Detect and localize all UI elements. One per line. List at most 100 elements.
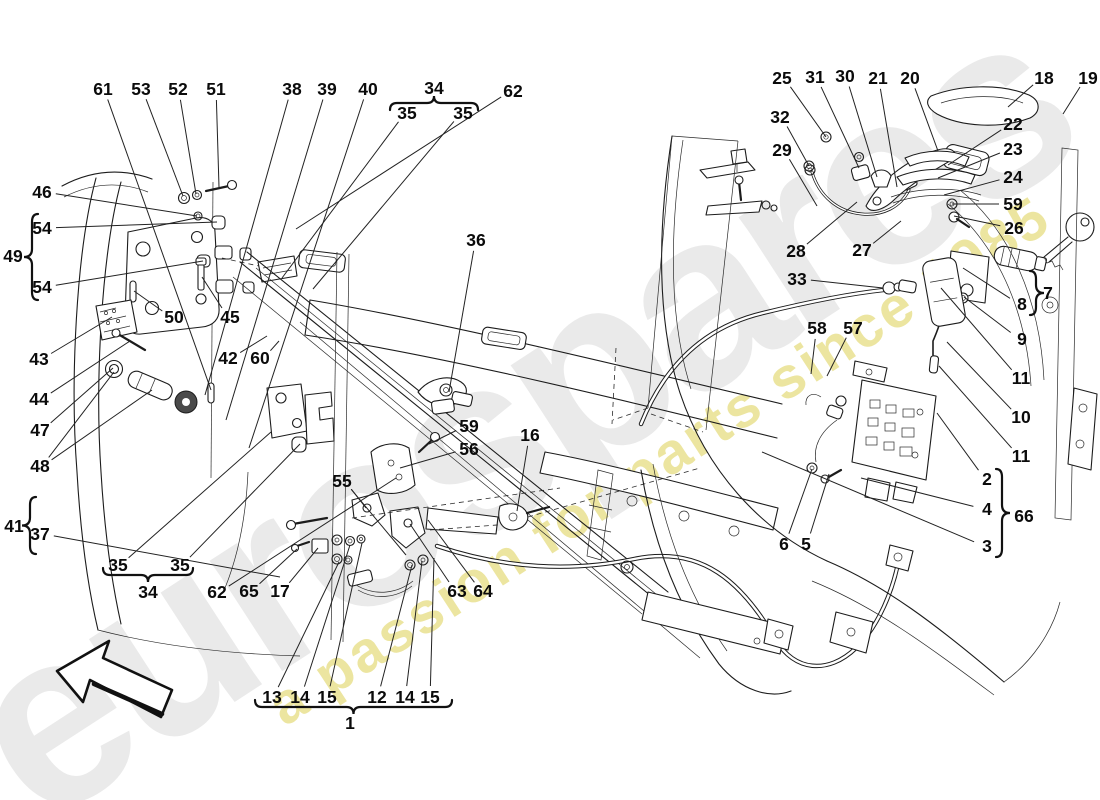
part-label-16: 16 (520, 425, 540, 445)
leader-line-11 (938, 365, 1012, 449)
group-brackets (21, 95, 1045, 715)
part-label-28: 28 (786, 241, 806, 261)
part-label-52: 52 (168, 79, 188, 99)
window-glass-outline (611, 135, 739, 433)
leader-line-2 (936, 412, 979, 471)
leader-line-57 (826, 337, 847, 377)
cable-clamp-16 (498, 503, 551, 531)
leader-line-40 (248, 99, 365, 449)
part-label-9: 9 (1017, 329, 1027, 349)
part-label-24: 24 (1003, 167, 1023, 187)
part-label-66: 66 (1014, 506, 1034, 526)
leader-line-62 (295, 96, 502, 230)
leader-line-14 (406, 560, 423, 687)
leader-line-56 (399, 451, 456, 469)
part-label-35: 35 (108, 555, 128, 575)
part-label-2: 2 (982, 469, 992, 489)
part-label-44: 44 (29, 389, 49, 409)
leader-line-17 (288, 547, 319, 584)
leader-line-47 (50, 367, 114, 424)
leader-line-5 (809, 473, 830, 534)
bolt-51 (204, 184, 231, 193)
cable-end-fittings-27-28 (699, 148, 778, 216)
part-label-64: 64 (473, 581, 493, 601)
key (1043, 212, 1095, 271)
pin-50 (129, 280, 137, 303)
bolt-45 (197, 263, 205, 291)
part-label-57: 57 (843, 318, 862, 338)
part-label-51: 51 (206, 79, 226, 99)
leader-line-25 (789, 86, 827, 138)
leader-line-50 (133, 290, 163, 312)
screw-59-mid (417, 437, 435, 454)
leader-line-35 (281, 121, 399, 279)
part-label-14: 14 (290, 687, 310, 707)
part-label-17: 17 (270, 581, 289, 601)
part-label-40: 40 (358, 79, 378, 99)
leader-line-54 (55, 221, 218, 229)
part-label-1: 1 (345, 713, 355, 733)
part-label-22: 22 (1003, 114, 1023, 134)
bracket-group-34-bottom (101, 566, 195, 583)
part-label-14: 14 (395, 687, 415, 707)
leader-line-19 (1062, 86, 1081, 115)
leader-line-3 (761, 451, 975, 543)
leader-line-10 (946, 341, 1012, 410)
leader-line-32 (786, 126, 810, 167)
leader-line-38 (204, 99, 289, 396)
leader-line-15 (329, 542, 363, 687)
leader-line-45 (201, 276, 223, 309)
part-label-42: 42 (218, 348, 238, 368)
part-label-4: 4 (982, 499, 992, 519)
leader-line-46 (55, 193, 198, 217)
part-label-23: 23 (1003, 139, 1023, 159)
leader-line-48 (48, 371, 115, 458)
pin-61 (207, 382, 215, 404)
leader-line-21 (879, 88, 898, 188)
cable-end-33 (882, 281, 896, 295)
part-label-11: 11 (1012, 446, 1031, 466)
leader-line-22 (947, 129, 1002, 166)
part-label-35: 35 (453, 103, 473, 123)
part-label-34: 34 (424, 78, 444, 98)
leader-line-55 (350, 488, 407, 556)
part-label-62: 62 (207, 582, 227, 602)
part-label-35: 35 (397, 103, 417, 123)
direction-arrow (55, 639, 174, 719)
leader-line-63 (409, 523, 450, 583)
brace-group-66 (994, 467, 1011, 559)
leader-line-18 (1007, 84, 1034, 108)
part-label-5: 5 (801, 534, 811, 554)
part-label-26: 26 (1004, 218, 1024, 238)
leader-line-33 (810, 279, 884, 289)
leader-line-53 (145, 99, 184, 197)
part-label-10: 10 (1011, 407, 1031, 427)
part-label-3: 3 (982, 536, 992, 556)
part-label-31: 31 (805, 67, 825, 87)
leader-lines (48, 84, 1081, 688)
leader-line-48 (51, 389, 153, 461)
leader-line-51 (215, 99, 220, 188)
leader-line-8 (962, 267, 1011, 299)
part-label-25: 25 (772, 68, 792, 88)
part-label-43: 43 (29, 349, 49, 369)
leader-line-26 (953, 215, 1001, 227)
brace-group-7 (1028, 269, 1045, 317)
part-label-59: 59 (1003, 194, 1023, 214)
part-label-50: 50 (164, 307, 184, 327)
part-label-54: 54 (32, 277, 52, 297)
leader-line-9 (963, 296, 1012, 333)
part-label-13: 13 (262, 687, 282, 707)
leader-line-58 (810, 338, 816, 375)
leader-line-65 (259, 548, 298, 585)
washer-52 (191, 189, 203, 201)
leader-line-6 (788, 468, 813, 534)
part-label-18: 18 (1034, 68, 1054, 88)
leader-line-16 (516, 445, 529, 512)
part-label-38: 38 (282, 79, 302, 99)
leader-line-36 (448, 250, 475, 393)
door-sill-line-art (232, 251, 701, 659)
leader-line-14 (303, 544, 351, 687)
part-label-20: 20 (900, 68, 920, 88)
